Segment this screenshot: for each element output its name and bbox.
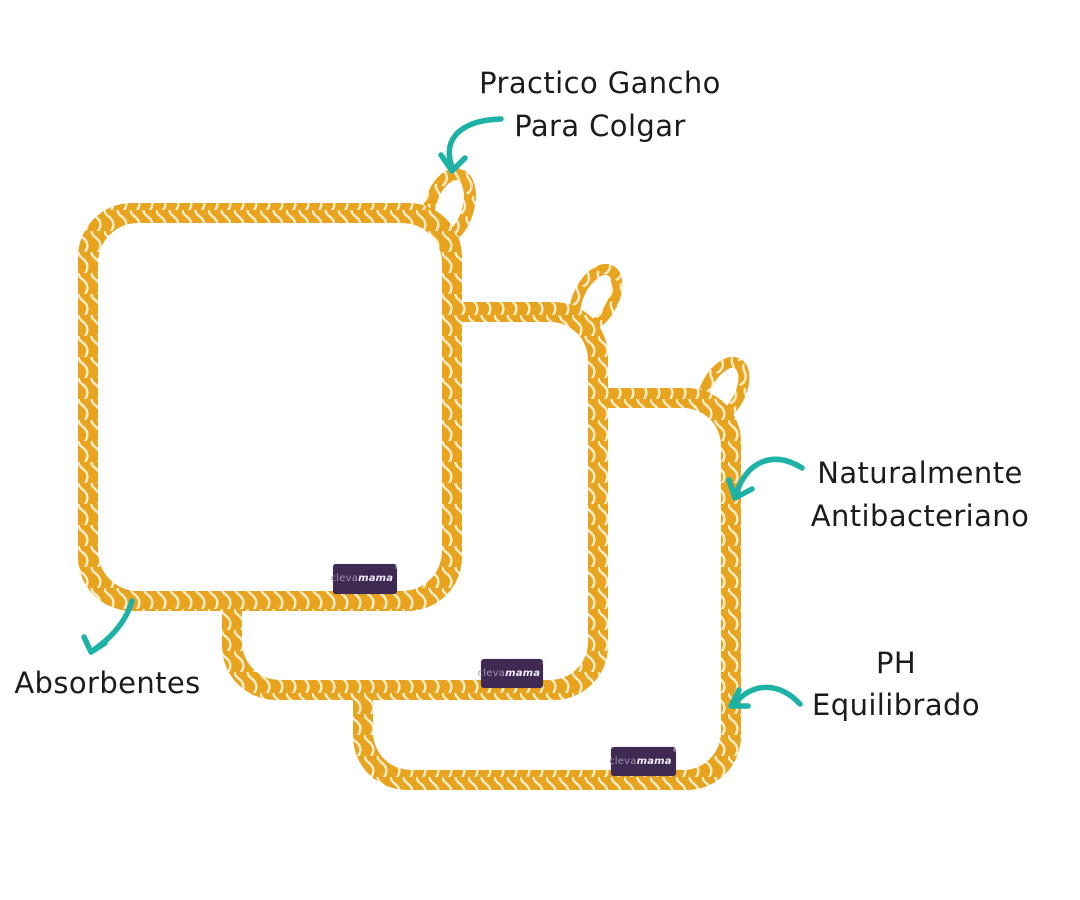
callout-arrow-absorbent (81, 598, 135, 655)
feature-hook-line2: Para Colgar (514, 109, 686, 143)
callout-arrow-antibacterial (726, 456, 805, 501)
callout-arrow-ph (728, 684, 803, 709)
brand-suffix: mama (358, 573, 394, 584)
brand-prefix: cleva (609, 755, 637, 767)
brand-prefix: cleva (330, 573, 359, 584)
cloth-front (98, 223, 442, 591)
feature-hook-line1: Practico Gancho (479, 66, 721, 100)
feature-antibacterial-line2: Antibacteriano (810, 499, 1030, 533)
brand-suffix: mama (636, 755, 672, 767)
washcloth-front (78, 168, 476, 611)
callout-arrow-hook (438, 116, 504, 174)
registered-mark: ® (541, 660, 547, 666)
feature-label-antibacterial: Naturalmente Antibacteriano (777, 452, 1063, 538)
brand-suffix: mama (505, 667, 541, 679)
feature-antibacterial-line1: Naturalmente (817, 456, 1023, 490)
feature-label-absorbent: Absorbentes (0, 662, 215, 705)
feature-ph-line2: Equilibrado (812, 688, 980, 722)
feature-absorbent-line1: Absorbentes (14, 666, 201, 700)
registered-mark: ® (394, 565, 400, 571)
feature-label-ph: PH Equilibrado (776, 642, 1016, 726)
brand-prefix: cleva (477, 667, 506, 679)
feature-label-hook: Practico Gancho Para Colgar (430, 62, 770, 148)
registered-mark: ® (672, 748, 678, 754)
feature-ph-line1: PH (875, 646, 917, 680)
